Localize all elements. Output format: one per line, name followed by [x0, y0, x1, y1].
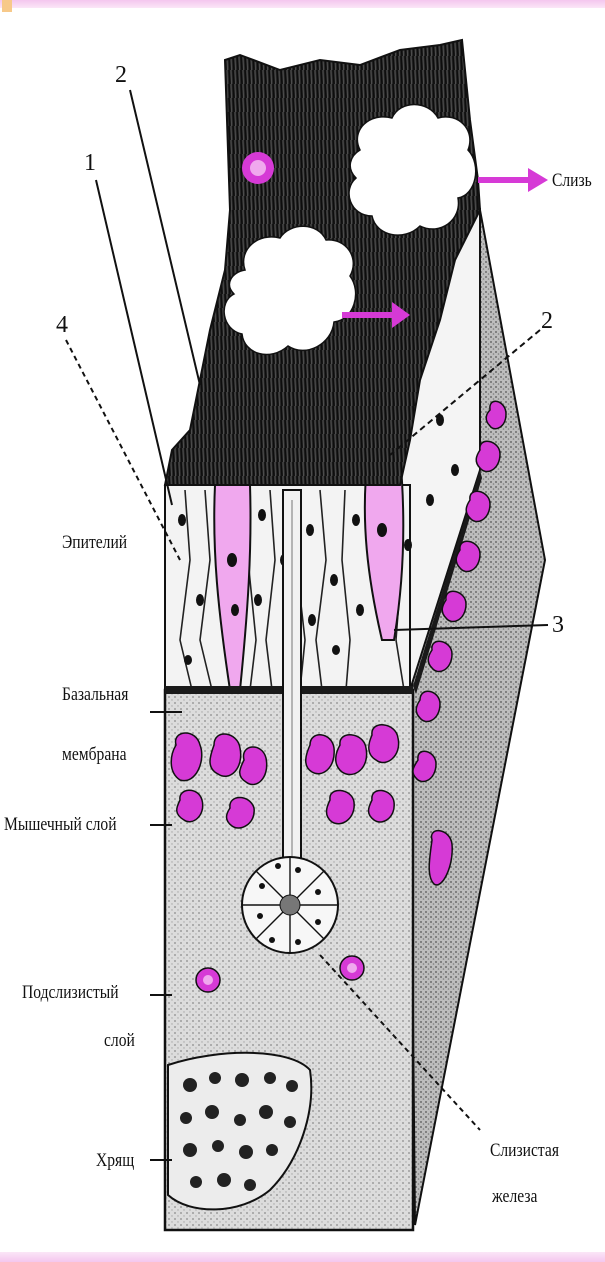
mucus-particle [242, 152, 274, 184]
callout-4: 4 [56, 312, 68, 339]
mucous-gland [242, 857, 338, 953]
label-epithelium: Эпителий [62, 532, 127, 554]
callout-2-top: 2 [115, 62, 127, 89]
label-mucus: Слизь [552, 170, 592, 192]
mucus-outflow-arrow [478, 168, 548, 192]
label-basement-membrane-line1: Базальная [62, 684, 128, 706]
callout-1: 1 [84, 150, 96, 177]
callout-3: 3 [552, 612, 564, 639]
label-muscle-layer: Мышечный слой [4, 814, 117, 836]
label-basement-membrane-line2: мембрана [62, 744, 127, 766]
label-mucous-gland-line1: Слизистая [490, 1140, 559, 1162]
label-submucosa-line2: слой [104, 1030, 135, 1052]
label-cartilage: Хрящ [96, 1150, 134, 1172]
callout-2-right: 2 [541, 308, 553, 335]
gland-duct [283, 490, 301, 860]
label-mucous-gland-line2: железа [492, 1186, 537, 1208]
label-submucosa-line1: Подслизистый [22, 982, 119, 1004]
